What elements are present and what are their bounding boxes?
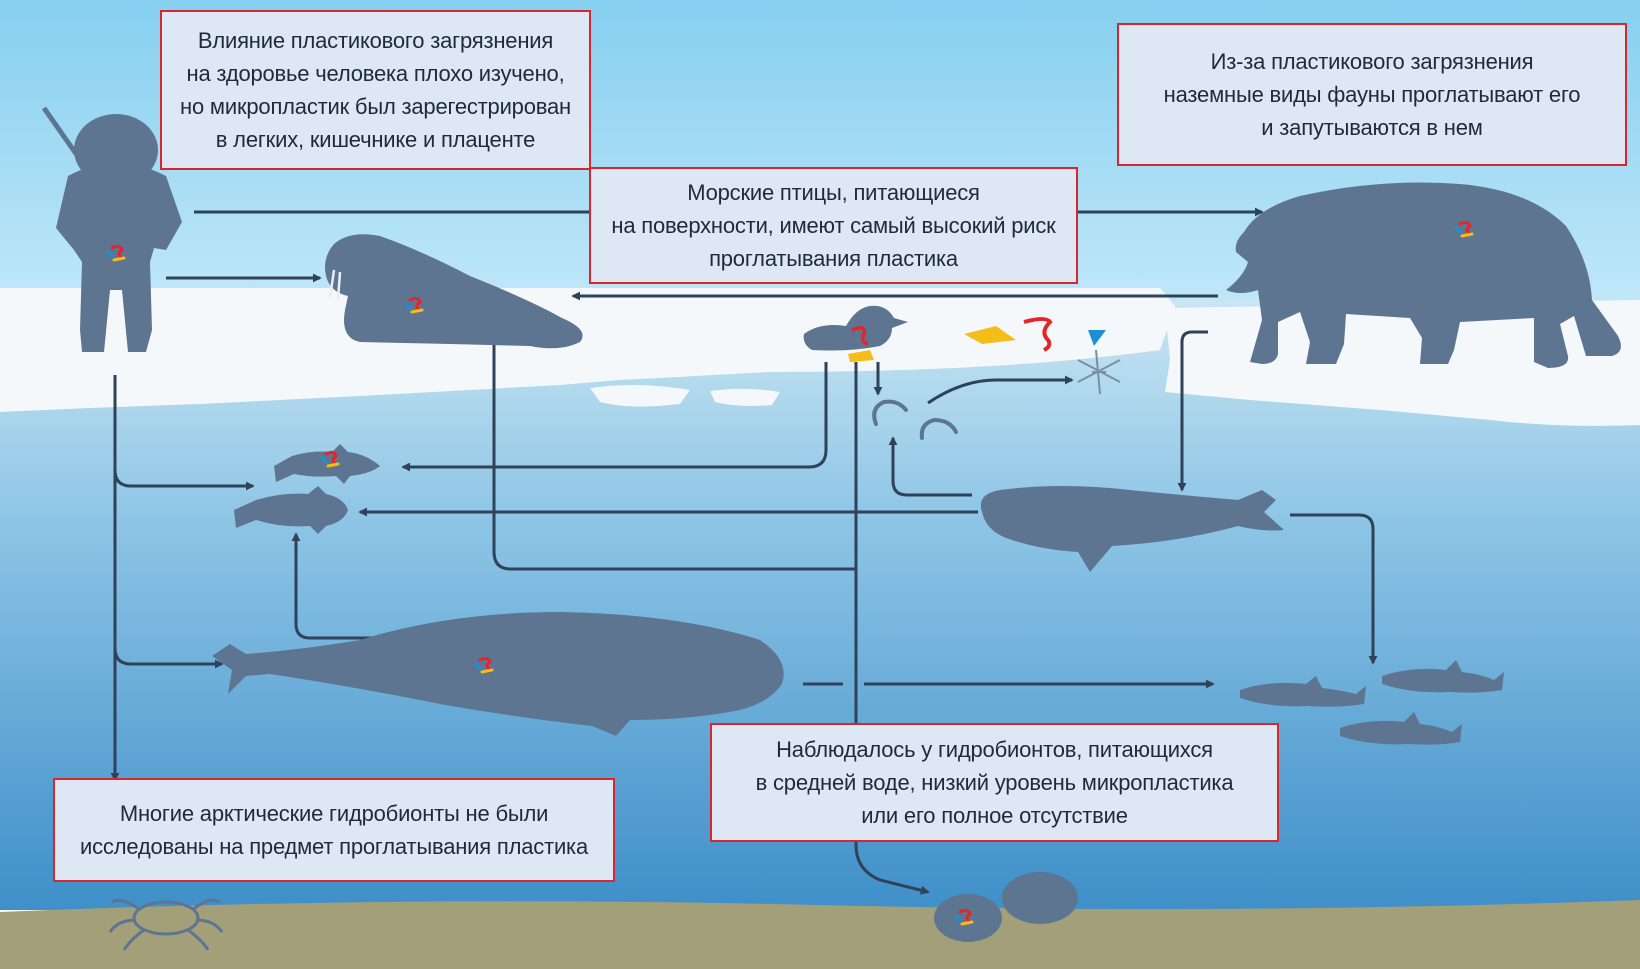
- cod-fish-icon-upper: [274, 444, 380, 484]
- arrow-human-to-whale: [113, 647, 224, 669]
- callout-human-health-text: Влияние пластикового загрязнения на здор…: [180, 28, 571, 152]
- arrow-seal-to-shrimp: [888, 436, 972, 497]
- callout-human-health: Влияние пластикового загрязнения на здор…: [160, 10, 591, 170]
- line-bird-down-long: [854, 362, 930, 895]
- cod-fish-icon-lower: [234, 486, 348, 534]
- seal-icon: [980, 486, 1284, 572]
- zooplankton-icon: [1077, 349, 1121, 395]
- callout-seabirds: Морские птицы, питающиеся на поверхности…: [589, 167, 1078, 284]
- callout-midwater-feeders: Наблюдалось у гидробионтов, питающихся в…: [710, 723, 1279, 842]
- food-web-arrows: [110, 207, 1378, 895]
- callout-unstudied-organisms: Многие арктические гидробионты не были и…: [53, 778, 615, 882]
- silhouettes: [41, 106, 1621, 951]
- arrow-human-to-cod-upper: [113, 469, 255, 491]
- arrow-bear-to-seal: [1177, 330, 1208, 492]
- seabed: [0, 900, 1640, 969]
- callout-unstudied-text: Многие арктические гидробионты не были и…: [80, 801, 588, 859]
- walrus-icon: [325, 234, 583, 349]
- arrow-bird-to-cod: [401, 362, 828, 472]
- callout-land-fauna: Из-за пластикового загрязнения наземные …: [1117, 23, 1627, 166]
- salmon-fish-icon: [1240, 660, 1504, 745]
- microplastic-markers: [106, 220, 1474, 926]
- callout-seabirds-text: Морские птицы, питающиеся на поверхности…: [611, 180, 1056, 271]
- crab-icon: [108, 898, 224, 951]
- arrow-shrimp-to-plankton: [927, 375, 1074, 405]
- line-walrus-down: [492, 338, 855, 571]
- arrow-whale-to-cod: [291, 532, 376, 640]
- bowhead-whale-icon: [212, 612, 784, 736]
- plastic-fragment-icon: [848, 317, 1106, 362]
- shrimp-icon: [872, 399, 958, 440]
- arrow-seal-to-salmon: [1290, 513, 1378, 665]
- callout-land-fauna-text: Из-за пластикового загрязнения наземные …: [1163, 49, 1581, 140]
- polar-bear-icon: [1226, 182, 1621, 368]
- callout-midwater-text: Наблюдалось у гидробионтов, питающихся в…: [755, 737, 1234, 828]
